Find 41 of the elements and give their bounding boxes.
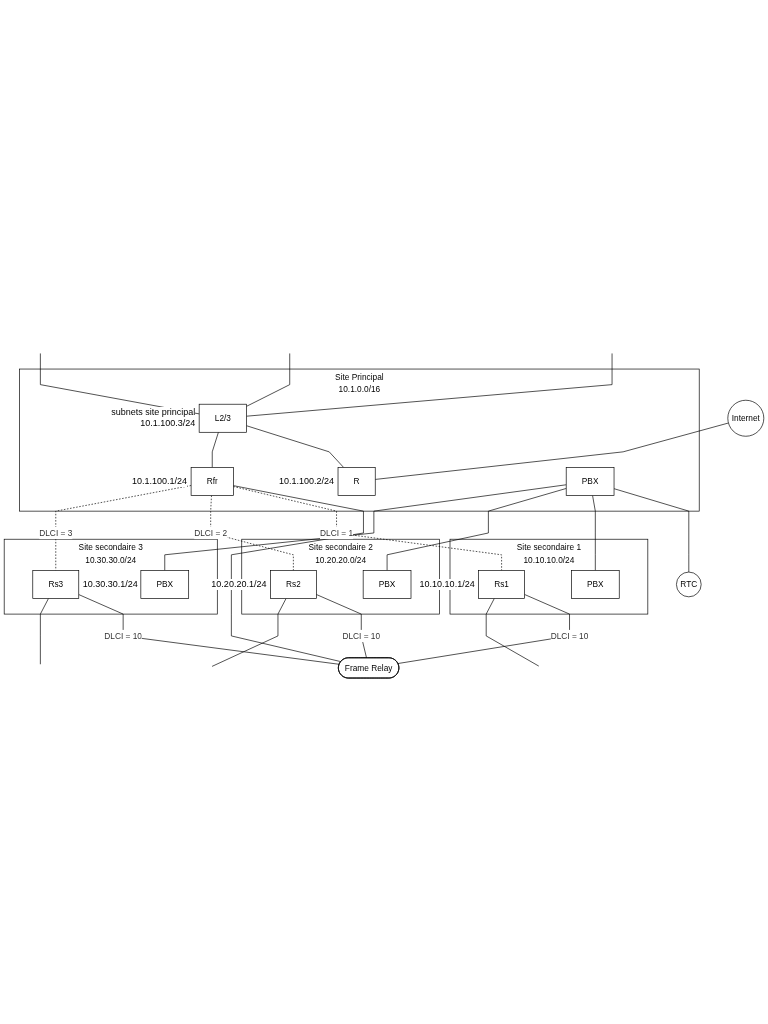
node-circle: RTC [676, 571, 702, 598]
connector [485, 598, 540, 667]
connector [40, 598, 49, 665]
node-box: Rs3 [32, 569, 80, 599]
edge-label: DLCI = 3 [39, 528, 73, 538]
node-box: R [337, 467, 376, 496]
connector [211, 598, 287, 667]
edge-label: DLCI = 10 [550, 631, 589, 640]
edge-label: DLCI = 2 [194, 528, 228, 538]
node-box: Rs1 [478, 569, 525, 599]
node-circle: Internet [727, 399, 765, 437]
connector [613, 488, 690, 573]
connector [246, 425, 344, 468]
connector [233, 486, 502, 571]
node-box: PBX [565, 467, 615, 496]
connector [55, 485, 192, 571]
connector [246, 353, 613, 417]
address-label: 10.10.10.1/24 [419, 578, 475, 590]
connector [592, 495, 596, 571]
address-label: subnets site principal [111, 407, 196, 419]
connector [374, 422, 729, 480]
node-box: L2/3 [198, 403, 247, 433]
edge-label: DLCI = 1 [320, 528, 354, 538]
node-box: Rfr [190, 467, 234, 496]
edge-label: DLCI = 10 [104, 631, 142, 640]
connector [397, 594, 570, 664]
address-label: 10.1.100.2/24 [279, 475, 335, 487]
address-label: 10.20.20.1/24 [211, 578, 267, 590]
node-box: Rs2 [270, 569, 317, 599]
connector [78, 594, 340, 665]
address-label: 10.1.100.1/24 [132, 475, 188, 487]
connector [231, 485, 364, 662]
node-box: PBX [140, 569, 190, 599]
node-box: PBX [362, 569, 412, 599]
connector [164, 484, 567, 571]
node-box: PBX [571, 569, 620, 599]
connector [386, 488, 567, 571]
connector [246, 353, 291, 407]
connector [211, 431, 219, 468]
address-label: 10.30.30.1/24 [82, 578, 138, 590]
edge-label: DLCI = 10 [342, 631, 381, 640]
